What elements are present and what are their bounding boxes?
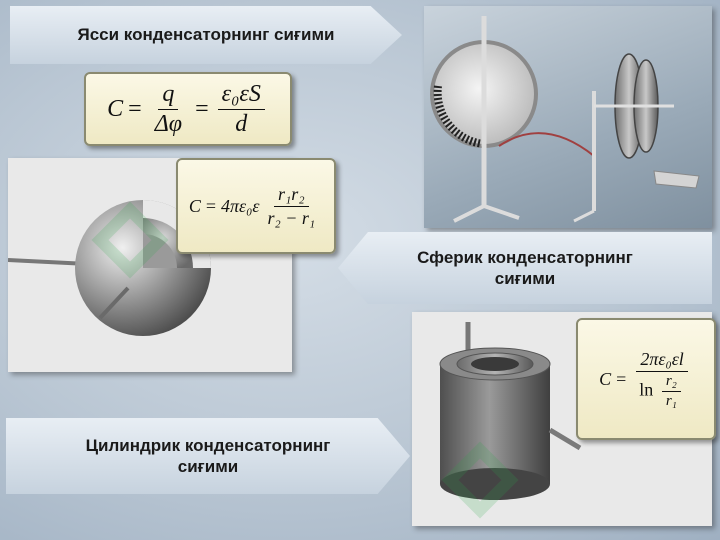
watermark-logo-icon-2 <box>441 441 519 519</box>
formula-cylindrical-den: ln r₂ r₁ <box>635 372 689 410</box>
formula-flat-den2: d <box>235 110 248 137</box>
formula-cylindrical-ln-den: r₁ <box>665 392 677 409</box>
formula-cylindrical-frac: 2πε₀εl ln r₂ r₁ <box>635 349 689 410</box>
formula-spherical-num: r₁r₂ <box>274 184 309 207</box>
apparatus-photo <box>424 6 712 228</box>
formula-flat-frac1: q Δφ <box>151 81 186 138</box>
formula-spherical-den: r₂ − r₁ <box>267 207 316 228</box>
formula-flat: C = q Δφ = ε₀εS d <box>84 72 292 146</box>
banner-cylindrical-line1: Цилиндрик конденсаторнинг <box>85 435 331 455</box>
banner-spherical-line2: сиғими <box>494 269 556 288</box>
formula-spherical: C = 4πε₀ε r₁r₂ r₂ − r₁ <box>176 158 336 254</box>
banner-flat-text: Ясси конденсаторнинг сиғими <box>77 25 335 45</box>
watermark-logo-icon <box>91 201 169 279</box>
formula-flat-eq2: = <box>195 95 209 122</box>
banner-cylindrical-capacitor: Цилиндрик конденсаторнинг сиғими <box>6 418 410 494</box>
formula-cylindrical-ln-num: r₂ <box>661 373 681 392</box>
formula-flat-frac2: ε₀εS d <box>217 81 265 138</box>
formula-cylindrical: C = 2πε₀εl ln r₂ r₁ <box>576 318 716 440</box>
banner-spherical-capacitor: Сферик конденсаторнинг сиғими <box>338 232 712 304</box>
formula-cylindrical-num: 2πε₀εl <box>636 349 688 372</box>
electrometer-apparatus-icon <box>430 16 700 223</box>
formula-flat-lhs: C <box>107 95 124 122</box>
spherical-capacitor-photo <box>7 158 292 372</box>
formula-spherical-coef: 4πε₀ε <box>221 195 260 216</box>
formula-flat-den1: Δφ <box>154 110 183 137</box>
formula-cylindrical-lhs: C <box>599 368 612 389</box>
banner-cylindrical-line2: сиғими <box>177 457 239 476</box>
formula-cylindrical-lnfrac: r₂ r₁ <box>661 373 681 410</box>
formula-flat-num1: q <box>158 81 179 110</box>
formula-spherical-lhs: C <box>188 195 201 216</box>
formula-cylindrical-ln: ln <box>639 379 654 400</box>
banner-spherical-line1: Сферик конденсаторнинг <box>417 247 633 267</box>
formula-spherical-frac: r₁r₂ r₂ − r₁ <box>263 184 319 229</box>
formula-spherical-eq: = <box>205 195 217 216</box>
formula-flat-eq1: = <box>128 95 142 122</box>
cylindrical-capacitor-icon <box>439 322 582 500</box>
formula-cylindrical-eq: = <box>616 368 627 389</box>
formula-flat-num2: ε₀εS <box>217 81 265 110</box>
banner-flat-capacitor: Ясси конденсаторнинг сиғими <box>10 6 402 64</box>
